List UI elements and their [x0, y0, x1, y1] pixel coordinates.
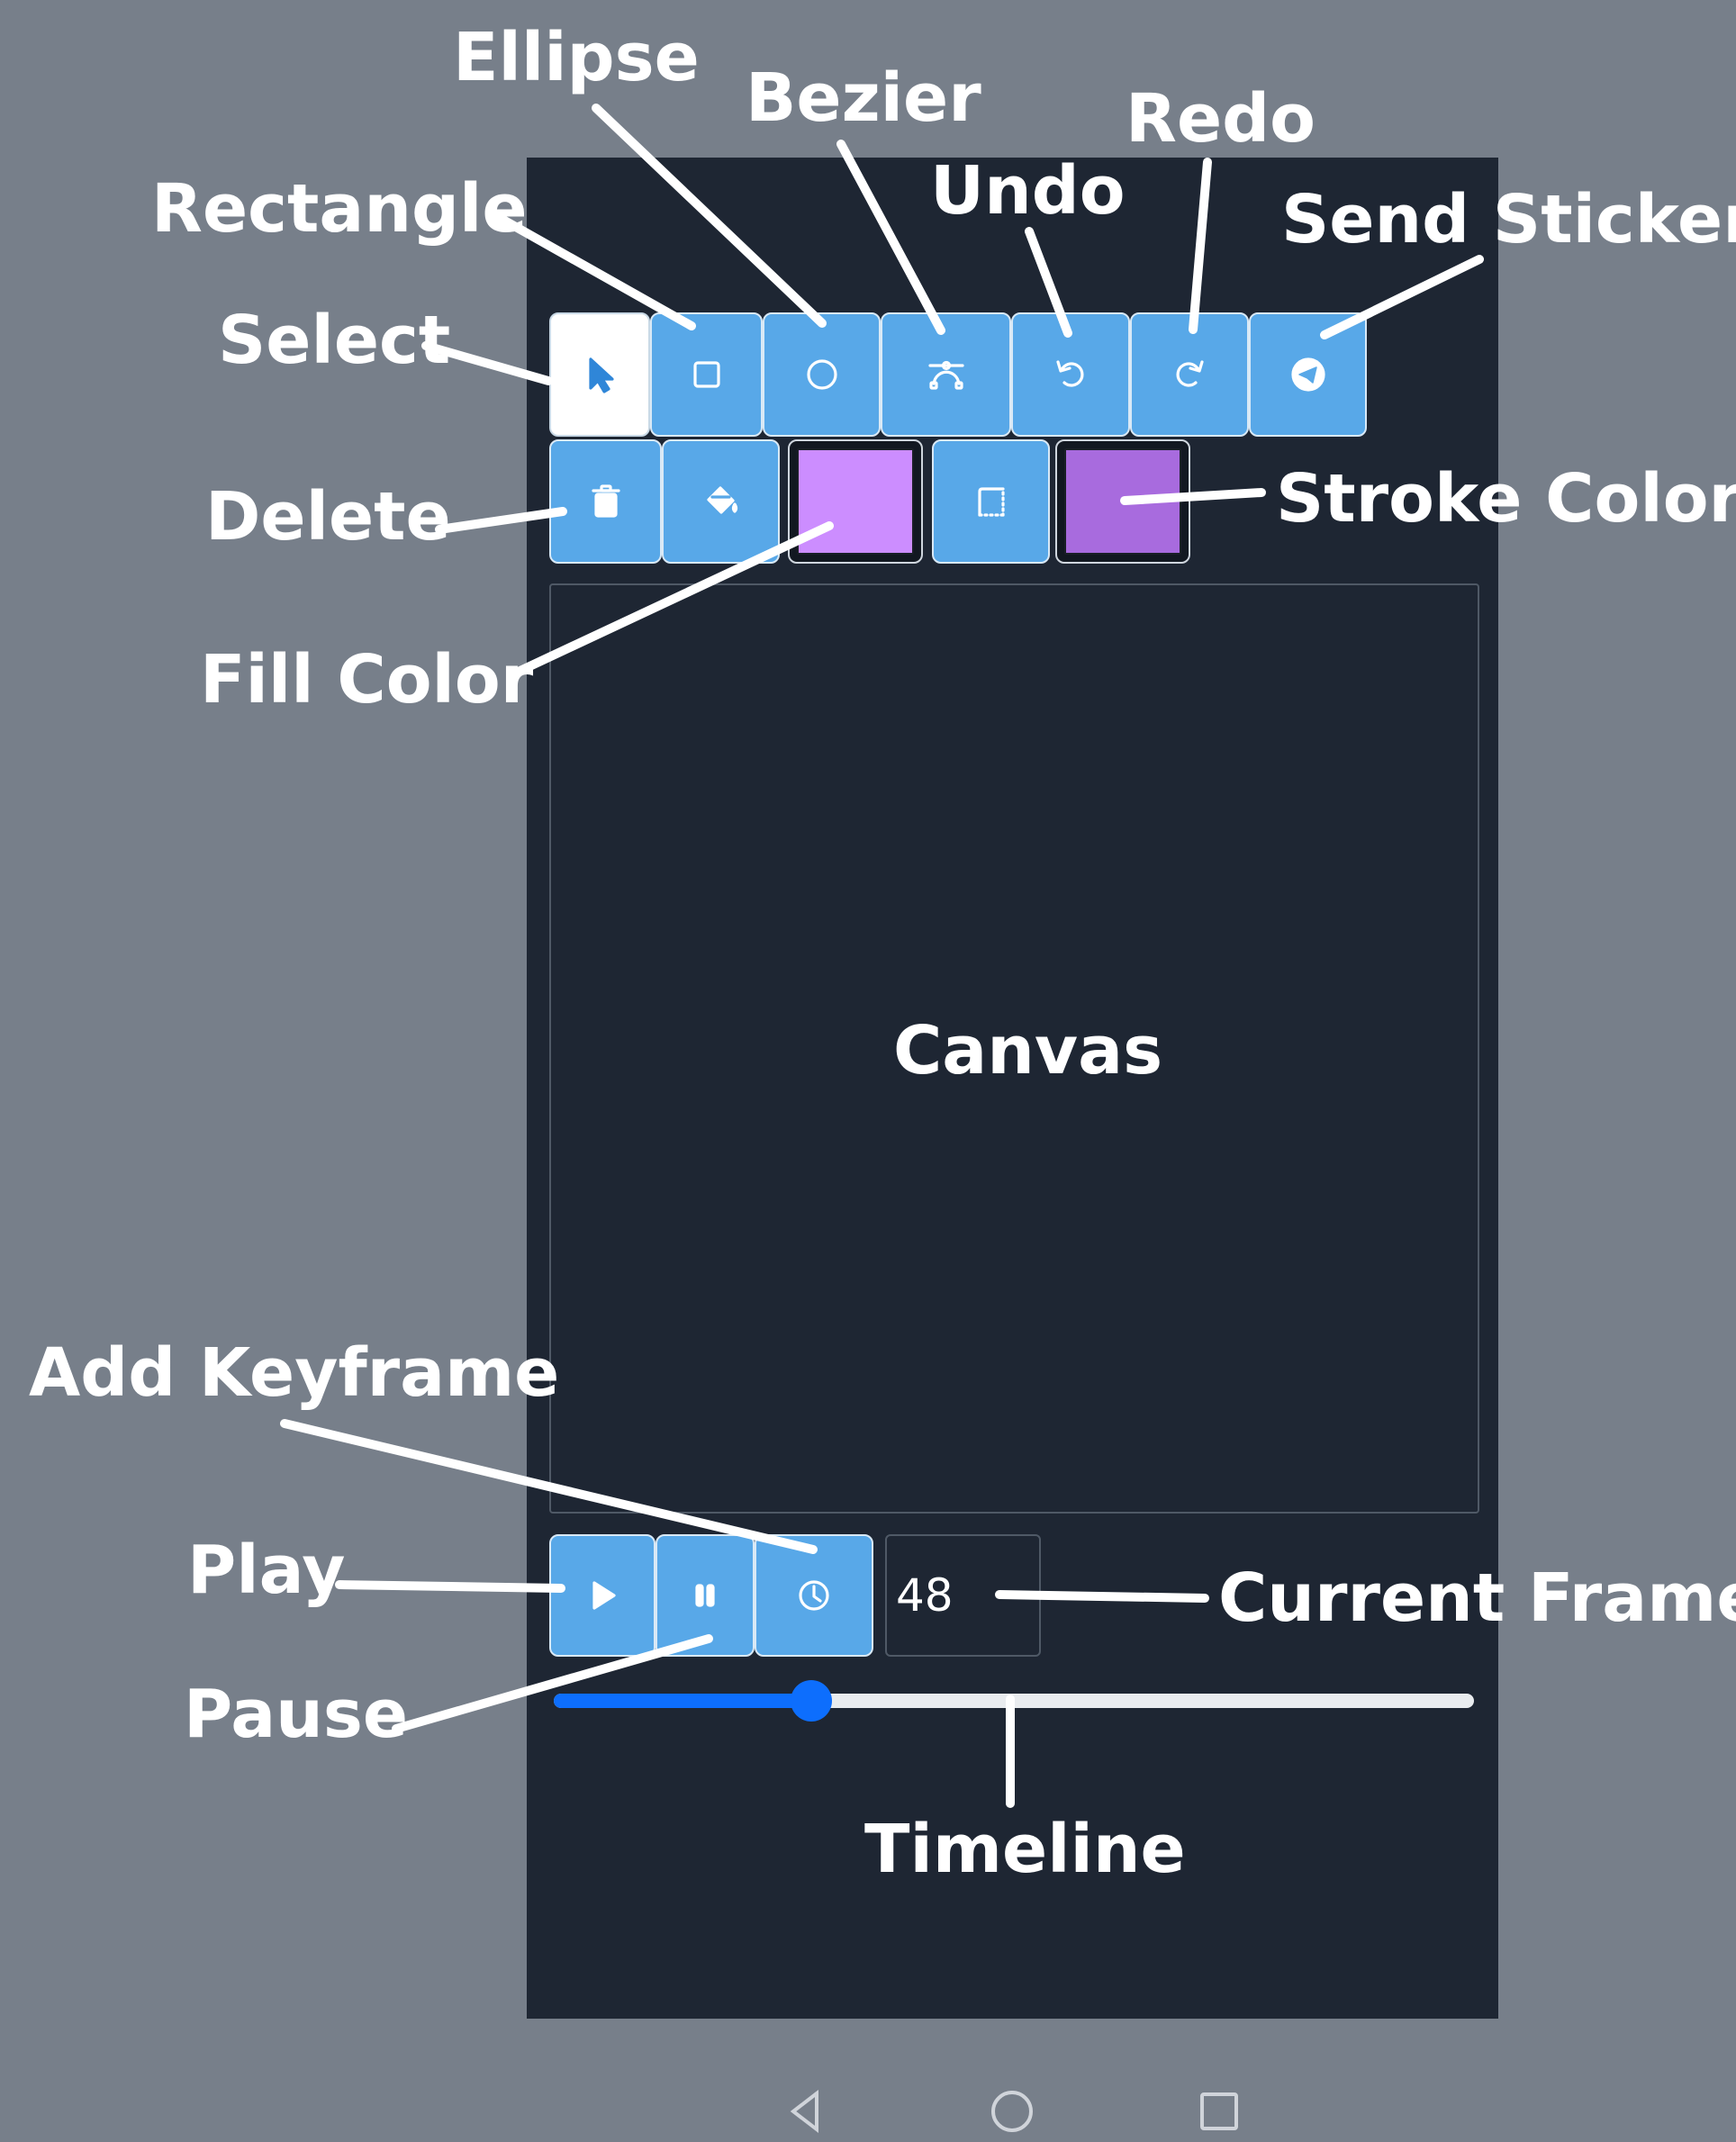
bezier-curve-icon: [927, 360, 964, 390]
label-select: Select: [218, 302, 451, 379]
circle-home-icon: [991, 2091, 1033, 2132]
select-tool-button[interactable]: [549, 312, 650, 437]
label-rectangle: Rectangle: [151, 170, 528, 248]
timeline-progress-fill: [554, 1694, 812, 1708]
rectangle-tool-button[interactable]: [650, 312, 763, 437]
label-undo: Undo: [930, 152, 1126, 230]
telegram-send-icon: [1290, 357, 1325, 392]
triangle-back-icon: [790, 2089, 818, 2134]
ellipse-tool-button[interactable]: [763, 312, 881, 437]
label-current-frame: Current Frame: [1218, 1559, 1736, 1637]
redo-button[interactable]: [1130, 312, 1249, 437]
trash-icon: [591, 484, 620, 518]
label-ellipse: Ellipse: [453, 19, 700, 96]
label-add-keyframe: Add Keyframe: [29, 1334, 560, 1412]
redo-icon: [1176, 360, 1204, 387]
label-bezier: Bezier: [746, 59, 981, 137]
square-recents-icon: [1200, 2092, 1238, 2130]
label-redo: Redo: [1126, 80, 1316, 158]
label-delete: Delete: [205, 478, 451, 556]
square-icon: [692, 361, 720, 388]
stroke-color-swatch: [1064, 448, 1181, 555]
label-canvas: Canvas: [893, 1012, 1163, 1089]
fill-color-swatch: [797, 448, 914, 555]
stroke-style-button[interactable]: [932, 439, 1050, 564]
border-style-icon: [977, 487, 1005, 517]
timeline-thumb[interactable]: [791, 1680, 833, 1722]
paint-bucket-icon: [706, 486, 737, 514]
pause-button[interactable]: [656, 1534, 755, 1657]
timeline-slider[interactable]: [554, 1680, 1474, 1722]
label-play: Play: [187, 1532, 346, 1609]
label-stroke-color: Stroke Color: [1276, 460, 1736, 538]
stroke-color-picker[interactable]: [1055, 439, 1190, 564]
label-timeline: Timeline: [864, 1811, 1186, 1888]
add-keyframe-button[interactable]: [755, 1534, 873, 1657]
label-fill-color: Fill Color: [200, 641, 534, 719]
undo-icon: [1056, 360, 1084, 387]
circle-icon: [806, 359, 837, 390]
drawing-canvas[interactable]: [549, 583, 1479, 1514]
label-pause: Pause: [184, 1676, 409, 1753]
app-screen: [527, 158, 1498, 2134]
current-frame-input[interactable]: [885, 1534, 1041, 1657]
send-sticker-button[interactable]: [1249, 312, 1367, 437]
fill-bucket-button[interactable]: [662, 439, 780, 564]
nav-home-button[interactable]: [985, 2084, 1039, 2138]
clock-icon: [799, 1580, 829, 1611]
play-icon: [592, 1581, 616, 1610]
undo-button[interactable]: [1011, 312, 1130, 437]
nav-back-button[interactable]: [779, 2084, 833, 2138]
bezier-tool-button[interactable]: [881, 312, 1011, 437]
delete-button[interactable]: [549, 439, 662, 564]
pause-icon: [695, 1584, 715, 1607]
nav-recents-button[interactable]: [1192, 2084, 1246, 2138]
label-send-sticker: Send Sticker: [1281, 181, 1736, 258]
play-button[interactable]: [549, 1534, 656, 1657]
fill-color-picker[interactable]: [788, 439, 923, 564]
pointer-arrow-icon: [589, 357, 614, 393]
